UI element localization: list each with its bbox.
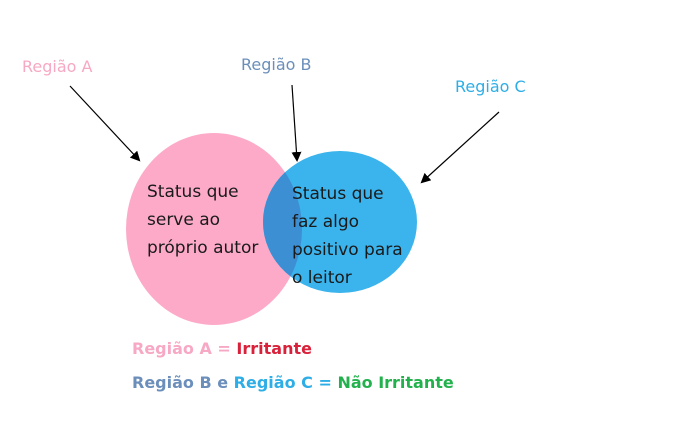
legend-nao-irritante: Não Irritante: [337, 373, 454, 392]
circle-right-line-1: Status que: [292, 184, 384, 204]
legend-region-c: Região C: [233, 373, 313, 392]
circle-left-text: Status que serve ao próprio autor: [147, 178, 258, 262]
legend-conj: e: [211, 373, 234, 392]
legend-irritante: Irritante: [236, 339, 312, 358]
legend-equals-1: =: [211, 339, 237, 358]
legend-line-2: Região B e Região C = Não Irritante: [132, 373, 454, 392]
circle-right-line-3: positivo para: [292, 240, 403, 260]
legend-line-1: Região A = Irritante: [132, 339, 312, 358]
legend-region-a: Região A: [132, 339, 212, 358]
arrow-region-c: [420, 111, 500, 184]
circle-right-line-4: o leitor: [292, 268, 352, 288]
label-region-b: Região B: [241, 55, 312, 74]
circle-region-c: [263, 151, 417, 293]
arrow-region-a: [69, 85, 141, 162]
circle-right-text: Status que faz algo positivo para o leit…: [292, 180, 403, 292]
legend-region-b: Região B: [132, 373, 212, 392]
circle-left-line-2: serve ao: [147, 210, 221, 230]
label-region-c: Região C: [455, 77, 526, 96]
legend-equals-2: =: [312, 373, 338, 392]
label-region-a: Região A: [22, 57, 93, 76]
circle-right-line-2: faz algo: [292, 212, 360, 232]
circle-left-line-1: Status que: [147, 182, 239, 202]
circle-left-line-3: próprio autor: [147, 238, 259, 258]
circle-region-a: [126, 133, 302, 325]
arrow-region-b: [291, 84, 302, 162]
